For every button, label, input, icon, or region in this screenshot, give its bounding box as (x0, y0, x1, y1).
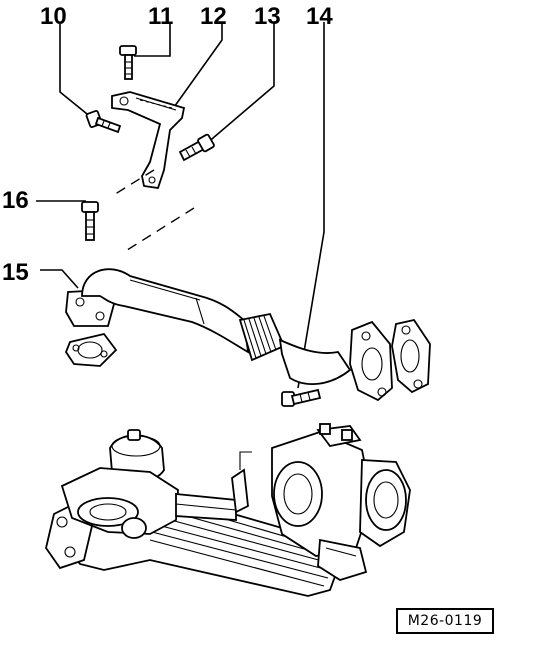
callout-10: 10 (40, 3, 67, 30)
gasket-left (64, 332, 118, 367)
egr-cooler-assembly (45, 423, 411, 597)
reference-code: M26-0119 (396, 608, 494, 634)
assembly-lines (111, 169, 195, 253)
bolt-10 (85, 110, 122, 134)
egr-pipe-15 (65, 268, 431, 402)
callout-14: 14 (306, 3, 333, 30)
leader-lines (36, 22, 325, 389)
callout-16: 16 (2, 187, 29, 214)
bolt-13 (178, 133, 215, 162)
callout-11: 11 (148, 3, 173, 30)
bracket-12 (111, 91, 186, 189)
bolt-11 (119, 45, 137, 80)
callout-13: 13 (254, 3, 281, 30)
bolt-14 (281, 388, 322, 407)
callout-15: 15 (2, 259, 29, 286)
bolt-16 (81, 201, 99, 241)
